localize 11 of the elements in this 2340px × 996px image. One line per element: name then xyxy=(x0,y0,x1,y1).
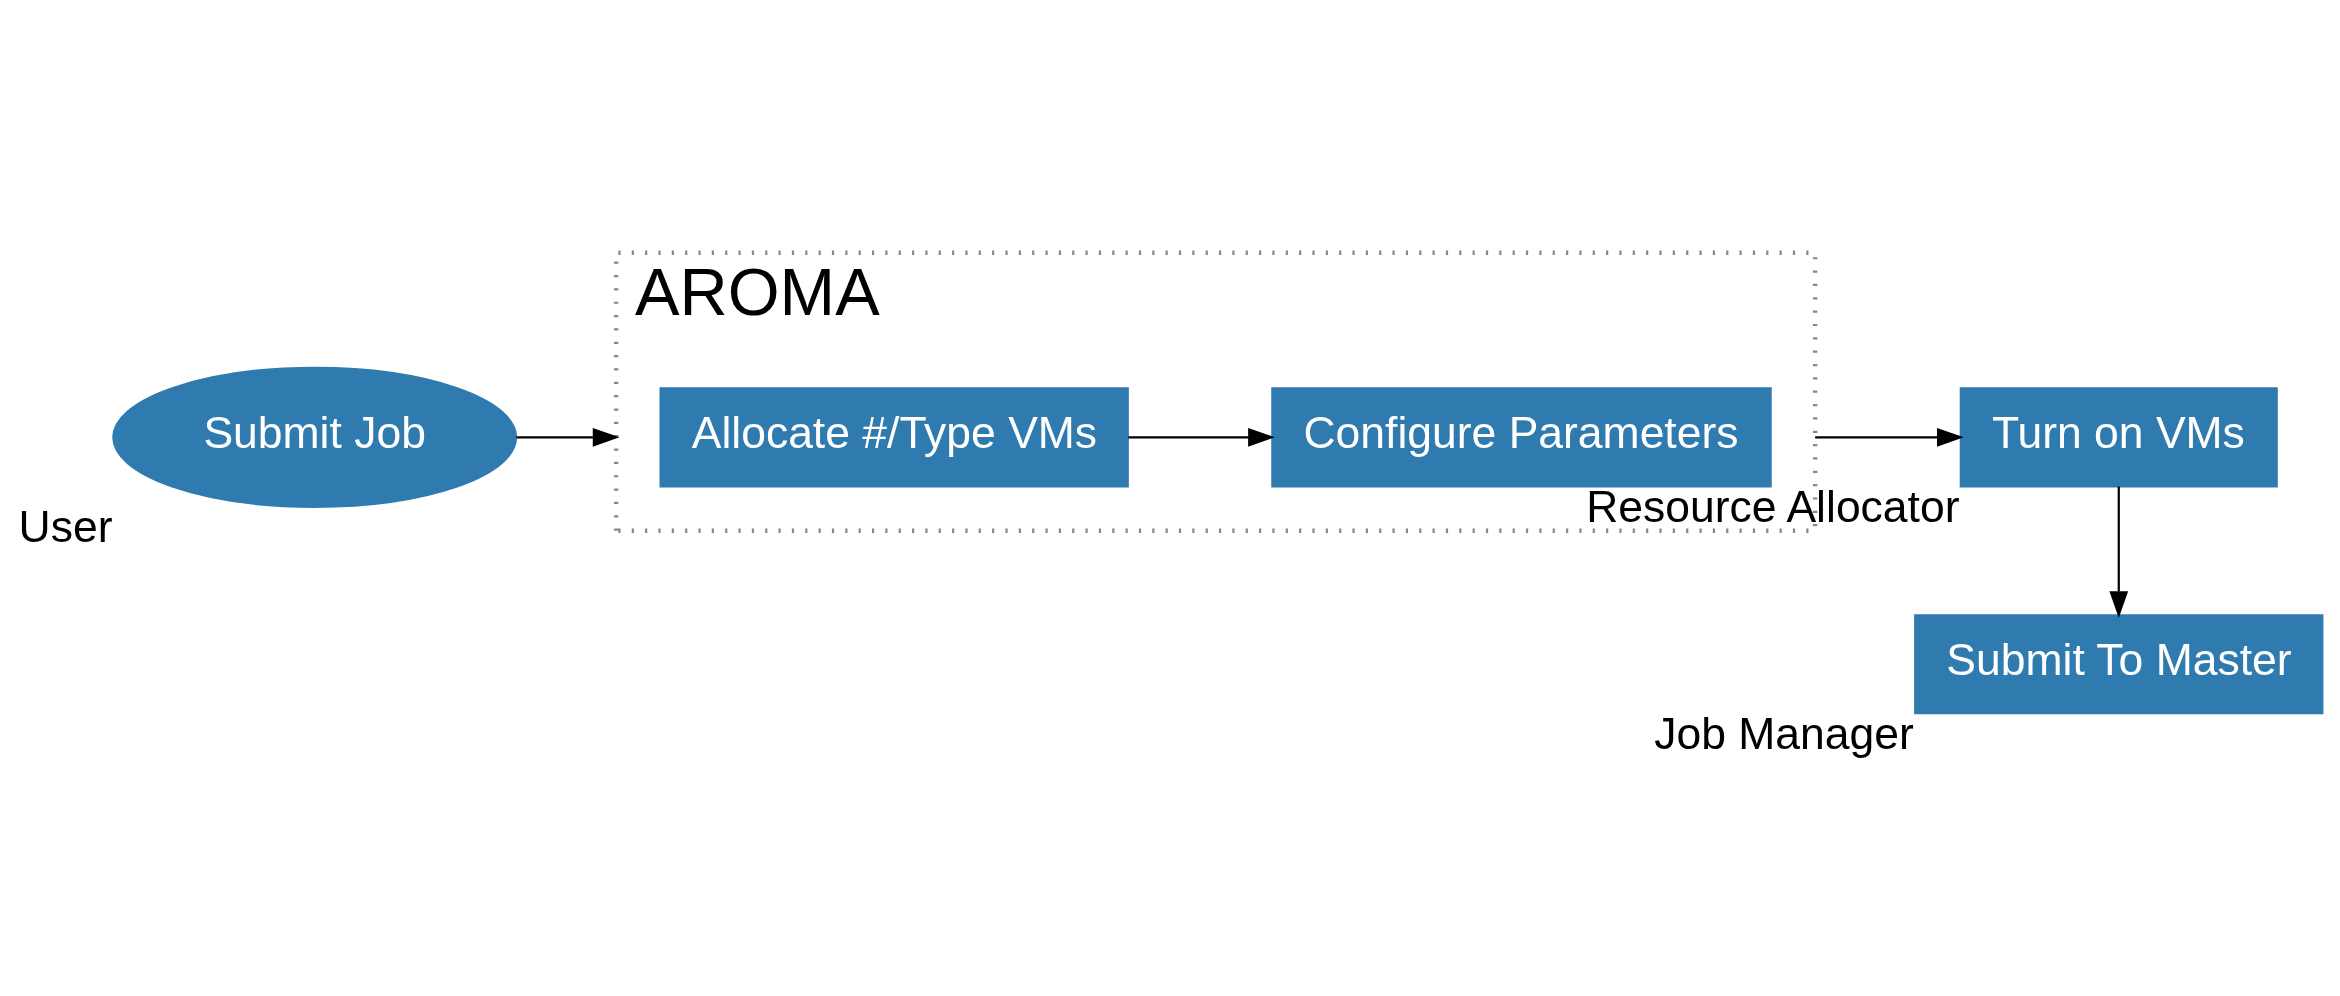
node-ellipse: Submit Job xyxy=(112,366,518,508)
arrow xyxy=(1128,427,1275,447)
arrow xyxy=(516,427,620,447)
arrow xyxy=(2109,486,2129,618)
node-box: Allocate #/Type VMs xyxy=(659,386,1129,487)
node-box: Submit To Master xyxy=(1914,613,2324,714)
node-box: Turn on VMs xyxy=(1959,386,2278,487)
node-label: User xyxy=(18,501,113,551)
node-box: Configure Parameters xyxy=(1271,386,1772,487)
node-label: Job Manager xyxy=(1654,708,1914,758)
arrow xyxy=(1815,427,1964,447)
